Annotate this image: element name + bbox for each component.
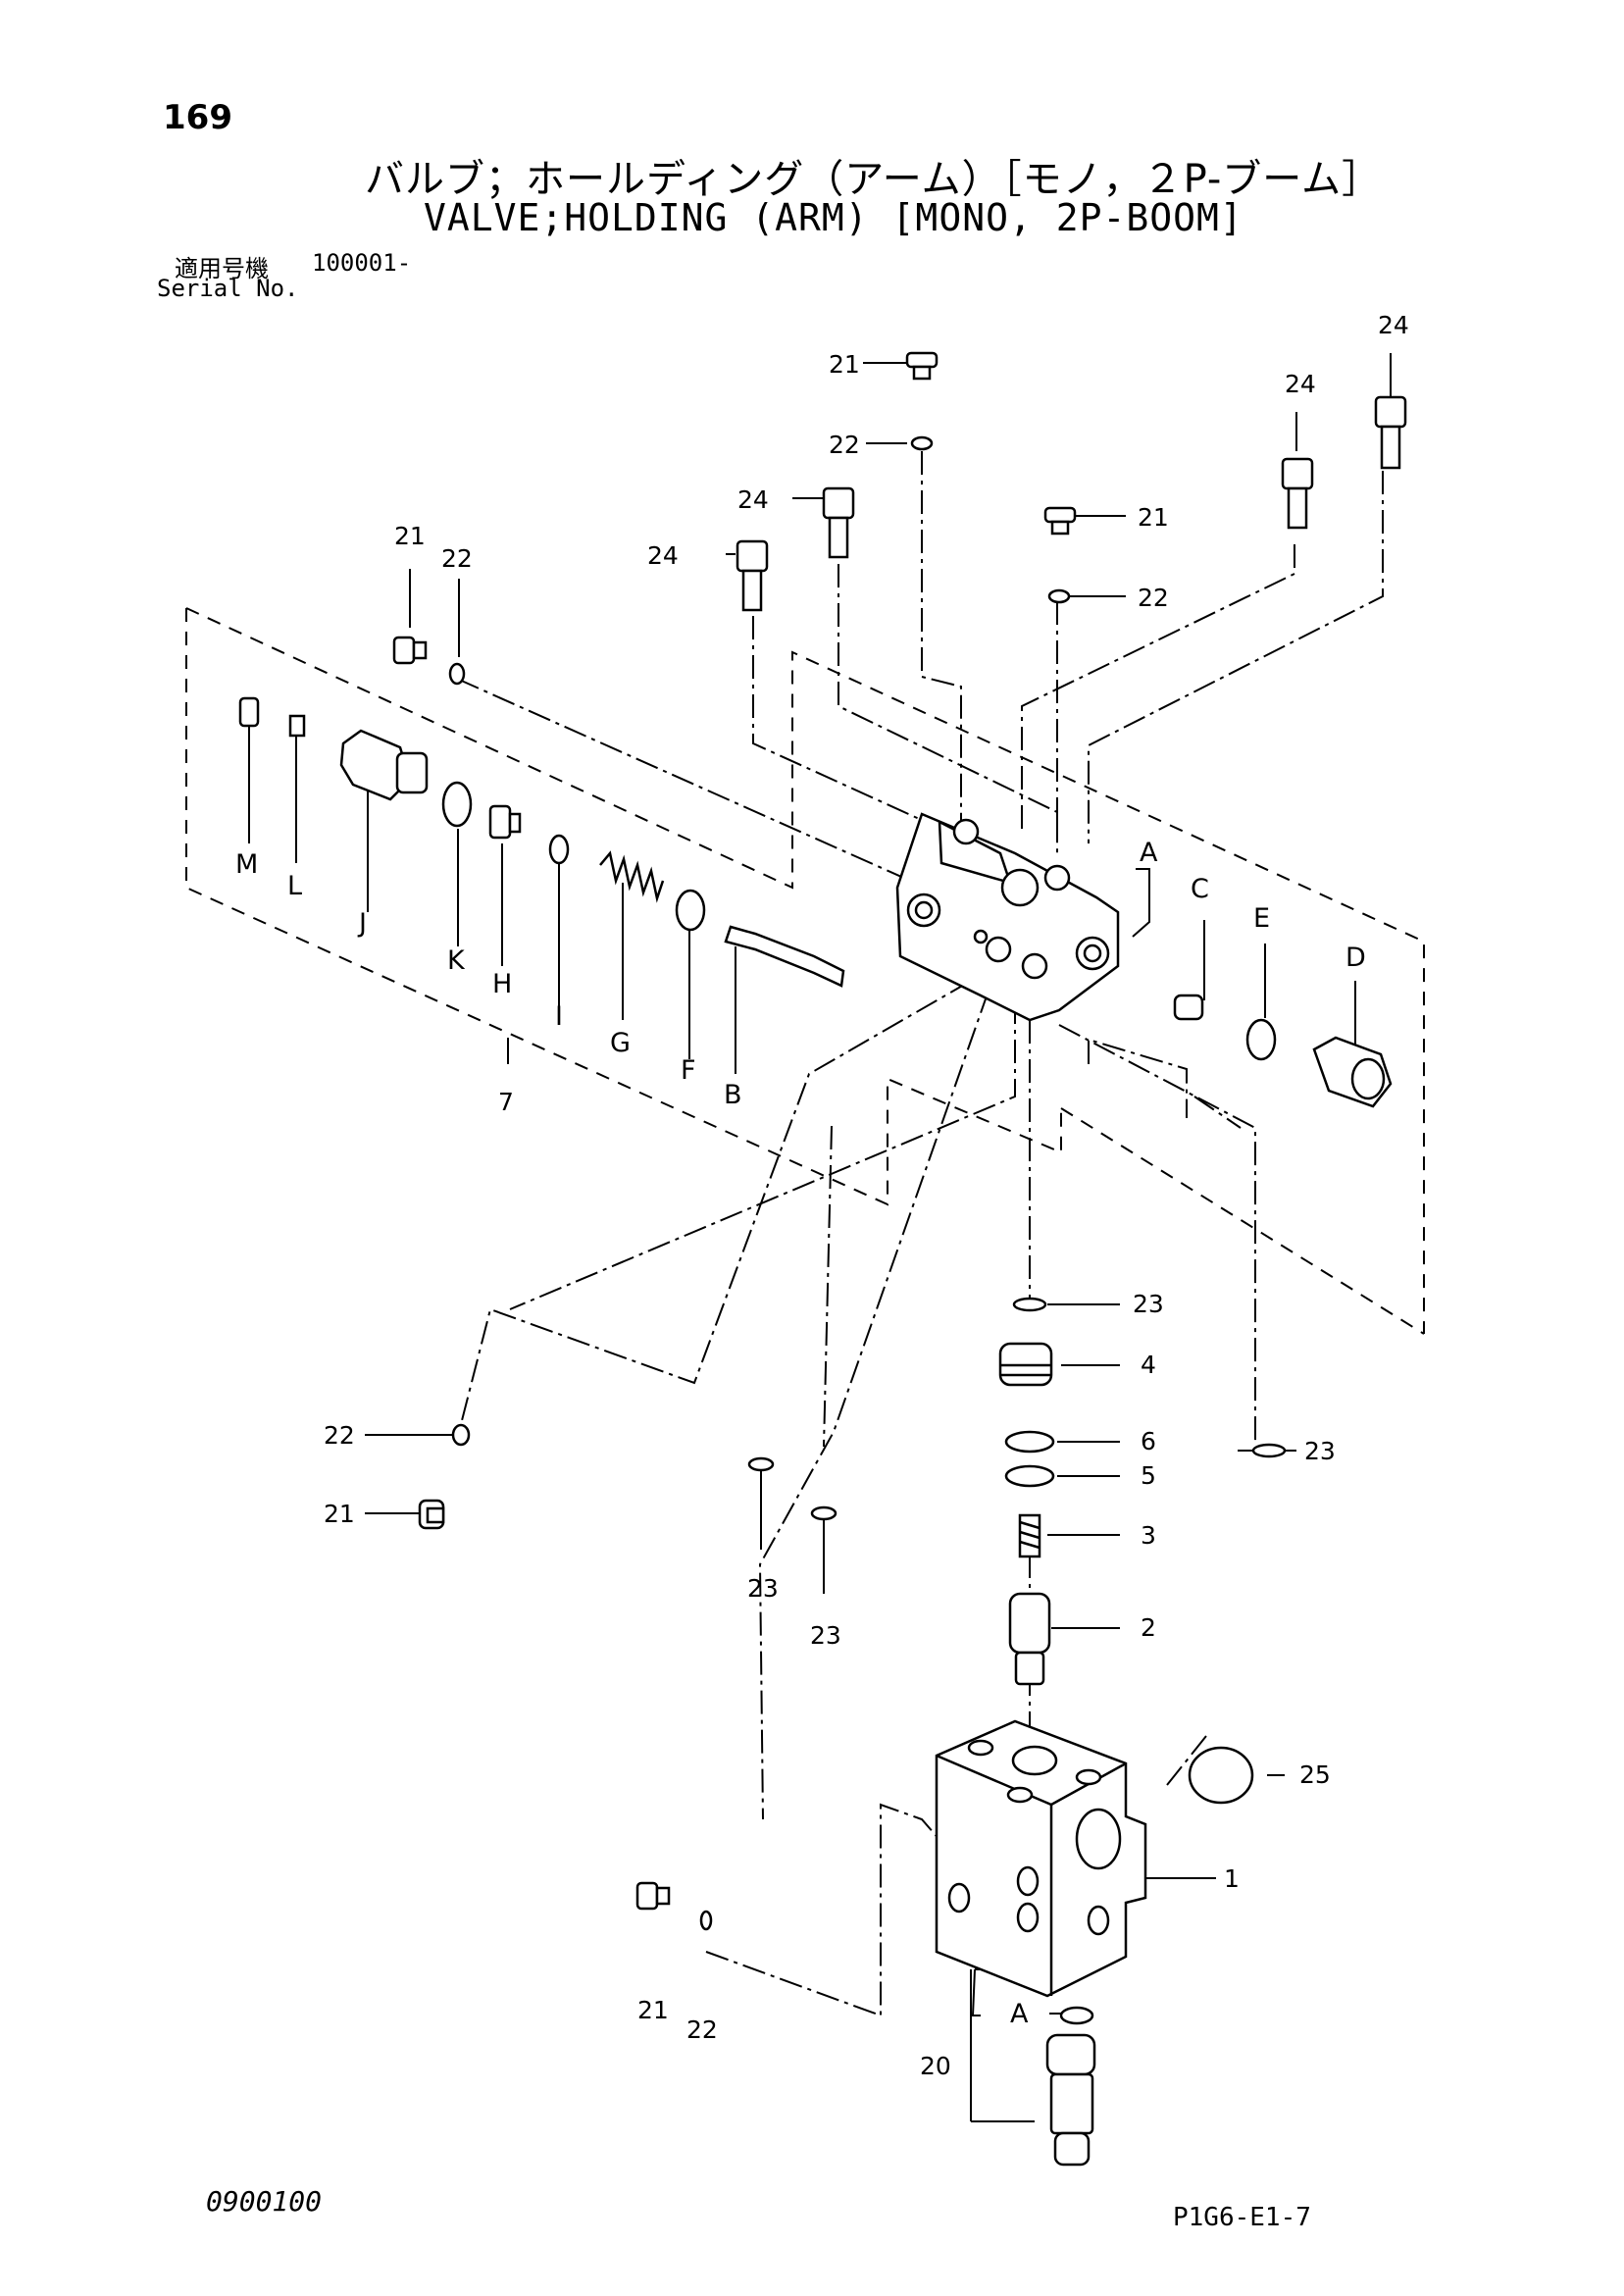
callout-1: 1 — [1224, 1864, 1240, 1893]
callout-23-b: 23 — [1304, 1437, 1336, 1465]
part-M-plug — [238, 696, 260, 728]
o-ring-22-top — [910, 435, 934, 451]
serial-number: 100001- — [312, 249, 412, 277]
leader-lines — [456, 451, 1384, 2017]
callout-21-right: 21 — [1138, 503, 1169, 532]
callout-2: 2 — [1141, 1613, 1156, 1642]
serial-label-english: Serial No. — [157, 275, 299, 302]
plug-21-left — [392, 636, 428, 665]
subassembly-outline-right — [1060, 1107, 1425, 1335]
o-ring-22-right — [1047, 588, 1071, 604]
part-D-plug — [1312, 1036, 1393, 1108]
part-F-washer — [675, 889, 706, 932]
callout-24-b: 24 — [647, 541, 679, 570]
callout-22-right: 22 — [1138, 584, 1169, 612]
page-title-english: VALVE;HOLDING (ARM) [MONO, 2P-BOOM] — [424, 196, 1243, 239]
part-G-spring — [599, 850, 665, 903]
o-ring-23-d — [810, 1505, 837, 1521]
part-L-screw — [288, 714, 306, 738]
callout-23-c: 23 — [747, 1574, 779, 1603]
callout-24-a: 24 — [737, 485, 769, 514]
o-ring-22-lower-left — [451, 1423, 471, 1447]
plug-21-lower-left — [418, 1499, 445, 1530]
callout-22-lower-left: 22 — [324, 1421, 355, 1450]
callout-I: I — [555, 1001, 563, 1032]
callout-B: B — [724, 1080, 742, 1110]
serial-label-japanese: 適用号機 — [175, 255, 269, 282]
bolt-24-a — [822, 486, 855, 559]
callout-labels: 21 22 24 24 21 22 24 24 21 22 A C E D M … — [235, 311, 1409, 2080]
bolt-24-d — [1374, 395, 1407, 470]
part-4-piston — [998, 1342, 1053, 1387]
drawing-code: 0900100 — [206, 2185, 323, 2218]
callout-G: G — [610, 1028, 631, 1058]
part-H-seat — [488, 804, 522, 840]
o-ring-23-a — [1012, 1297, 1047, 1312]
callout-6: 6 — [1141, 1427, 1156, 1455]
part-2-poppet — [1008, 1592, 1051, 1686]
callout-21-top: 21 — [829, 350, 860, 379]
part-I-ring — [548, 834, 570, 865]
part-A-o-ring — [1059, 2006, 1094, 2025]
part-C-piston — [1173, 994, 1204, 1021]
callout-22-left: 22 — [441, 544, 473, 573]
callout-7: 7 — [498, 1088, 514, 1116]
callout-H: H — [492, 969, 512, 999]
part-B-spool — [724, 925, 845, 988]
part-5-o-ring — [1004, 1464, 1055, 1488]
callout-4: 4 — [1141, 1351, 1156, 1379]
page-number: 169 — [163, 98, 232, 137]
valve-block-lower — [935, 1719, 1147, 1998]
callout-24-c: 24 — [1285, 370, 1316, 398]
callout-F: F — [681, 1055, 696, 1086]
subassembly-outline-top — [185, 607, 1425, 1334]
callout-C: C — [1191, 874, 1209, 904]
part-K-o-ring — [441, 781, 473, 828]
callout-leaders — [248, 353, 1392, 2122]
callout-A-top: A — [1140, 838, 1158, 868]
callout-22-top: 22 — [829, 431, 860, 459]
part-20-relief-valve — [1045, 2033, 1096, 2167]
callout-E: E — [1253, 903, 1270, 934]
callout-A-bottom: A — [1010, 1999, 1029, 2029]
o-ring-22-bottom — [699, 1910, 713, 1931]
callout-21-lower-left: 21 — [324, 1500, 355, 1528]
plug-21-bottom — [635, 1881, 671, 1911]
callout-3: 3 — [1141, 1521, 1156, 1550]
page-reference: P1G6-E1-7 — [1173, 2203, 1311, 2232]
callout-23-d: 23 — [810, 1621, 841, 1650]
valve-block-upper — [895, 812, 1120, 1022]
callout-K: K — [447, 945, 466, 976]
callout-23-a: 23 — [1133, 1290, 1164, 1318]
callout-21-bottom: 21 — [637, 1996, 669, 2024]
callout-25: 25 — [1299, 1760, 1331, 1789]
callout-L: L — [287, 871, 302, 901]
callout-22-bottom: 22 — [686, 2015, 718, 2044]
callout-J: J — [357, 908, 367, 939]
callout-D: D — [1345, 943, 1366, 973]
part-3-spring — [1018, 1513, 1041, 1558]
part-6-backup-ring — [1004, 1430, 1055, 1454]
page-title-japanese: バルブ；ホールディング（アーム）［モノ，２P-ブーム］ — [365, 157, 1383, 202]
o-ring-23-b — [1251, 1443, 1287, 1458]
o-ring-22-left — [448, 662, 466, 686]
callout-24-d: 24 — [1378, 311, 1409, 339]
part-J-cap — [339, 729, 429, 801]
bolt-24-c — [1281, 457, 1314, 530]
plug-21-top — [905, 351, 939, 381]
part-25-o-ring — [1188, 1746, 1254, 1805]
o-ring-23-c — [747, 1456, 775, 1472]
part-E-o-ring — [1245, 1018, 1277, 1061]
bolt-24-b — [736, 539, 769, 612]
subassembly-outline-left — [185, 608, 1062, 1206]
callout-M: M — [235, 849, 258, 880]
callout-21-left: 21 — [394, 522, 426, 550]
callout-5: 5 — [1141, 1461, 1156, 1490]
plug-21-right — [1043, 506, 1077, 536]
callout-20: 20 — [920, 2052, 951, 2080]
